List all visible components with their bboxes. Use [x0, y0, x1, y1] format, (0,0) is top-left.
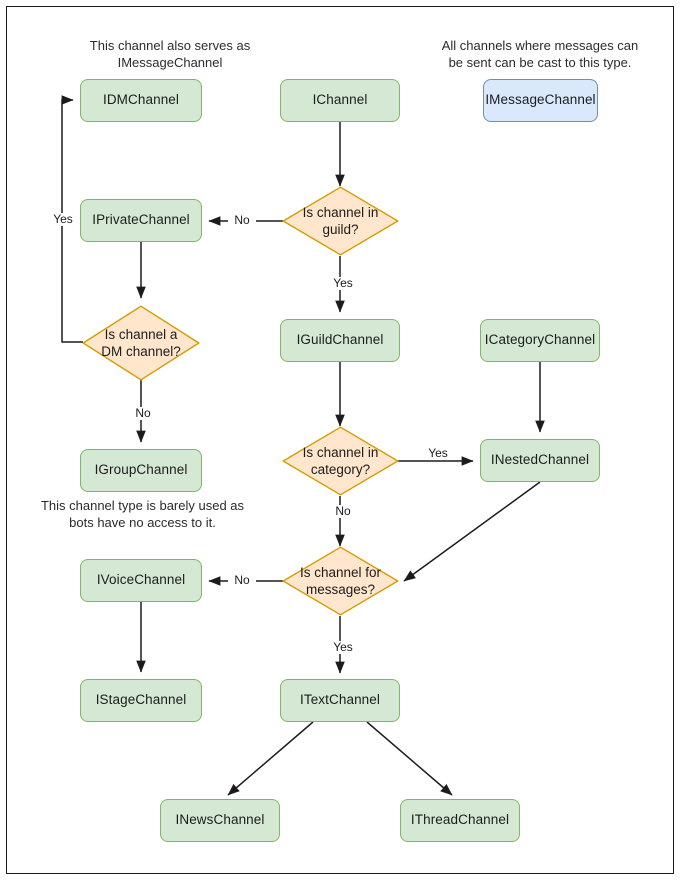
note-message-channel: All channels where messages can be sent … — [441, 38, 639, 70]
edge-label-messages-no: No — [228, 573, 256, 588]
edge-label-category-no: No — [329, 504, 357, 519]
note-group-channel: This channel type is barely used as bots… — [40, 498, 245, 530]
node-ichannel[interactable]: IChannel — [280, 79, 400, 122]
node-ivoicechannel-label: IVoiceChannel — [96, 572, 186, 588]
node-ichannel-label: IChannel — [312, 92, 368, 108]
decision-is-channel-for-messages-label: Is channel for messages? — [299, 564, 382, 597]
node-idmchannel[interactable]: IDMChannel — [80, 79, 202, 122]
node-igroupchannel-label: IGroupChannel — [94, 462, 188, 478]
node-istagechannel[interactable]: IStageChannel — [80, 679, 202, 722]
node-imessagechannel[interactable]: IMessageChannel — [483, 79, 598, 122]
node-iprivatechannel-label: IPrivateChannel — [92, 212, 190, 228]
node-idmchannel-label: IDMChannel — [102, 92, 180, 108]
node-iprivatechannel[interactable]: IPrivateChannel — [80, 199, 202, 242]
edge-itextchannel-to-ithreadchannel — [366, 721, 453, 796]
node-istagechannel-label: IStageChannel — [95, 692, 187, 708]
node-inestedchannel-label: INestedChannel — [490, 452, 590, 468]
edge-label-guild-no: No — [228, 213, 256, 228]
node-itextchannel[interactable]: ITextChannel — [280, 679, 400, 722]
decision-is-channel-for-messages[interactable]: Is channel for messages? — [282, 546, 399, 616]
decision-is-channel-in-guild[interactable]: Is channel in guild? — [282, 186, 399, 256]
node-icategorychannel[interactable]: ICategoryChannel — [480, 319, 600, 362]
node-ithreadchannel[interactable]: IThreadChannel — [400, 799, 520, 842]
edge-label-dm-no: No — [129, 406, 157, 421]
edge-itextchannel-to-inewschannel — [227, 721, 314, 796]
edge-label-dm-yes: Yes — [47, 212, 79, 227]
node-inewschannel[interactable]: INewsChannel — [160, 799, 280, 842]
decision-is-channel-in-category-label: Is channel in category? — [302, 444, 379, 477]
edge-label-guild-yes: Yes — [327, 276, 359, 291]
node-iguildchannel-label: IGuildChannel — [296, 332, 384, 348]
edge-label-category-yes: Yes — [422, 446, 454, 461]
node-inewschannel-label: INewsChannel — [175, 812, 265, 828]
decision-is-channel-a-dm-channel[interactable]: Is channel a DM channel? — [82, 305, 200, 381]
node-itextchannel-label: ITextChannel — [300, 692, 380, 708]
node-iguildchannel[interactable]: IGuildChannel — [280, 319, 400, 362]
node-ithreadchannel-label: IThreadChannel — [410, 812, 510, 828]
edge-inestedchannel-to-messages — [403, 481, 541, 582]
note-dm-channel: This channel also serves as IMessageChan… — [89, 38, 251, 70]
node-igroupchannel[interactable]: IGroupChannel — [80, 449, 202, 492]
node-icategorychannel-label: ICategoryChannel — [484, 332, 596, 348]
node-inestedchannel[interactable]: INestedChannel — [480, 439, 600, 482]
node-imessagechannel-label: IMessageChannel — [485, 92, 596, 108]
decision-is-channel-in-guild-label: Is channel in guild? — [302, 204, 379, 237]
decision-is-channel-a-dm-channel-label: Is channel a DM channel? — [101, 326, 181, 359]
node-ivoicechannel[interactable]: IVoiceChannel — [80, 559, 202, 602]
edge-label-messages-yes: Yes — [327, 640, 359, 655]
decision-is-channel-in-category[interactable]: Is channel in category? — [282, 426, 399, 496]
